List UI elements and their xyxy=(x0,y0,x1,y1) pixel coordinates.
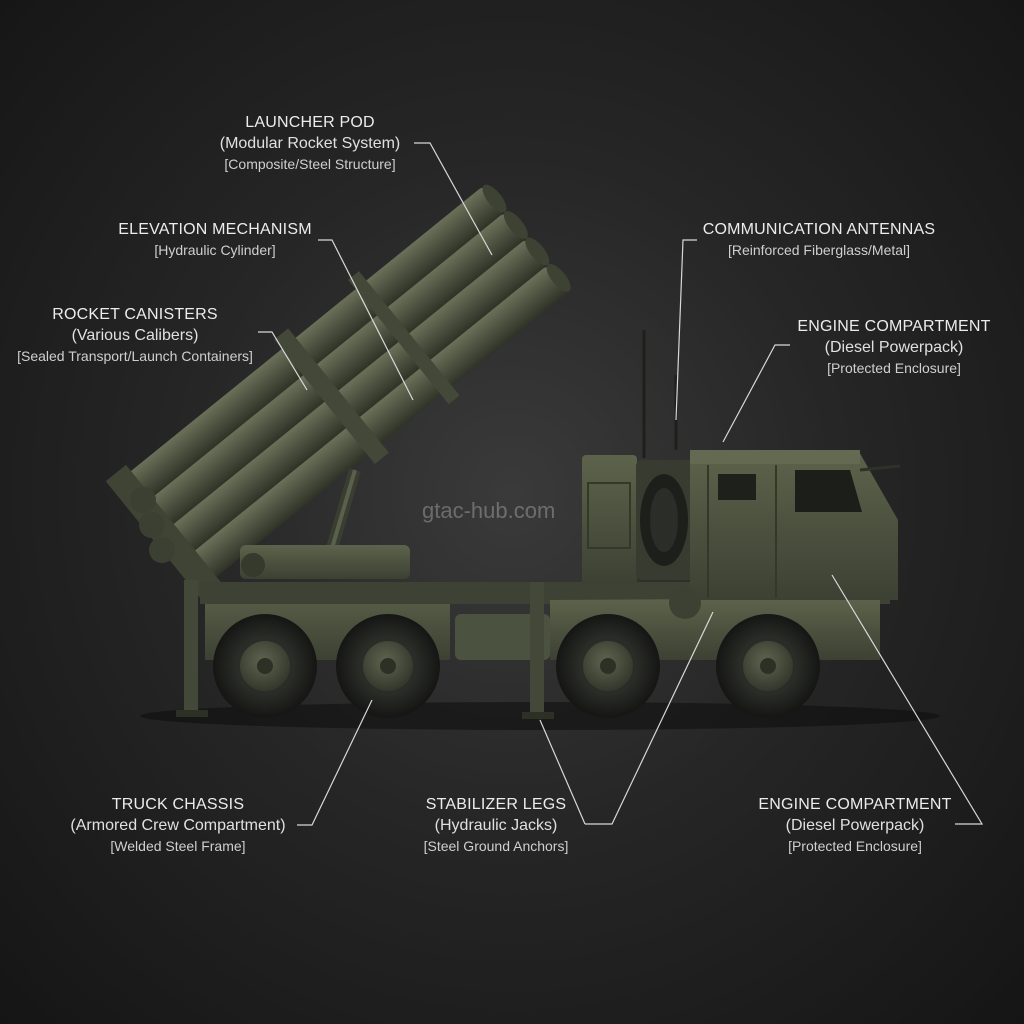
label-title: ENGINE COMPARTMENT xyxy=(758,796,952,813)
side-mirror xyxy=(859,464,901,472)
label-subtitle: (Various Calibers) xyxy=(71,327,199,344)
rocket-canister xyxy=(142,214,525,532)
leader-elevation xyxy=(318,239,414,401)
leader-rocket-canisters xyxy=(258,331,308,391)
canister-muzzle xyxy=(546,263,571,292)
label-subtitle: (Diesel Powerpack) xyxy=(785,817,925,834)
label-subtitle: (Modular Rocket System) xyxy=(219,135,401,152)
stabilizer-legs xyxy=(176,580,554,719)
label-rocket-canisters: ROCKET CANISTERS (Various Calibers) [Sea… xyxy=(12,304,258,367)
label-truck-chassis: TRUCK CHASSIS (Armored Crew Compartment)… xyxy=(60,794,296,857)
leader-engine-bottom xyxy=(831,574,984,825)
pod-frame-band xyxy=(348,271,460,405)
rocket-canister xyxy=(163,240,546,558)
label-material: [Hydraulic Cylinder] xyxy=(154,242,276,258)
pivot-hub xyxy=(241,553,265,577)
leader-stabilizer-a xyxy=(539,719,586,825)
pod-frame-band xyxy=(274,328,389,465)
antennas xyxy=(642,330,678,458)
cab-side-window xyxy=(718,474,756,500)
stabilizer-leg xyxy=(184,580,198,710)
label-subtitle: (Diesel Powerpack) xyxy=(824,339,964,356)
label-subtitle: (Hydraulic Jacks) xyxy=(434,817,558,834)
stabilizer-leg xyxy=(530,582,544,712)
launcher-pod xyxy=(105,184,571,600)
fuel-tank xyxy=(455,614,550,660)
turntable xyxy=(240,545,410,579)
canister-muzzle xyxy=(503,211,528,239)
label-material: [Welded Steel Frame] xyxy=(110,838,246,854)
label-material: [Sealed Transport/Launch Containers] xyxy=(17,348,253,364)
leader-comm-antennas xyxy=(675,239,697,421)
cab-windshield xyxy=(795,470,862,512)
canister-rear-cap xyxy=(149,537,175,563)
label-title: STABILIZER LEGS xyxy=(425,796,567,813)
armored-cab xyxy=(669,450,901,619)
leader-launcher-pod xyxy=(414,142,493,256)
wheels xyxy=(213,614,820,718)
rocket-canister xyxy=(185,267,567,585)
label-title: ENGINE COMPARTMENT xyxy=(797,318,991,335)
spare-hub-disc xyxy=(669,587,701,619)
label-title: ELEVATION MECHANISM xyxy=(118,221,312,238)
equipment-module xyxy=(582,455,696,585)
rocket-canister xyxy=(120,187,503,506)
leader-engine-top xyxy=(722,344,790,443)
label-engine-compartment-top: ENGINE COMPARTMENT (Diesel Powerpack) [P… xyxy=(793,316,995,379)
label-subtitle: (Armored Crew Compartment) xyxy=(70,817,286,834)
label-material: [Reinforced Fiberglass/Metal] xyxy=(727,242,911,258)
canister-rear-cap xyxy=(130,487,156,513)
wheel xyxy=(556,614,660,718)
label-communication-antennas: COMMUNICATION ANTENNAS [Reinforced Fiber… xyxy=(697,219,941,261)
label-launcher-pod: LAUNCHER POD (Modular Rocket System) [Co… xyxy=(210,112,410,175)
stabilizer-foot xyxy=(176,710,208,717)
watermark: gtac-hub.com xyxy=(422,498,556,523)
label-title: TRUCK CHASSIS xyxy=(111,796,245,813)
label-material: [Protected Enclosure] xyxy=(788,838,922,854)
leader-truck-chassis xyxy=(297,699,373,826)
label-title: COMMUNICATION ANTENNAS xyxy=(702,221,936,238)
canister-muzzle xyxy=(525,237,550,266)
leader-lines xyxy=(258,142,984,826)
wheel xyxy=(716,614,820,718)
label-material: [Composite/Steel Structure] xyxy=(224,156,396,172)
wheel xyxy=(336,614,440,718)
wheel xyxy=(213,614,317,718)
label-elevation-mechanism: ELEVATION MECHANISM [Hydraulic Cylinder] xyxy=(110,219,320,261)
label-stabilizer-legs: STABILIZER LEGS (Hydraulic Jacks) [Steel… xyxy=(408,794,584,857)
label-material: [Protected Enclosure] xyxy=(827,360,961,376)
label-material: [Steel Ground Anchors] xyxy=(423,838,569,854)
label-engine-compartment-bottom: ENGINE COMPARTMENT (Diesel Powerpack) [P… xyxy=(754,794,956,857)
label-title: ROCKET CANISTERS xyxy=(52,306,218,323)
canister-rear-cap xyxy=(139,512,165,538)
stabilizer-foot xyxy=(522,712,554,719)
canister-muzzle xyxy=(482,184,507,213)
leader-stabilizer-b xyxy=(585,611,714,825)
label-title: LAUNCHER POD xyxy=(245,114,375,131)
elevation-mechanism xyxy=(240,468,410,579)
